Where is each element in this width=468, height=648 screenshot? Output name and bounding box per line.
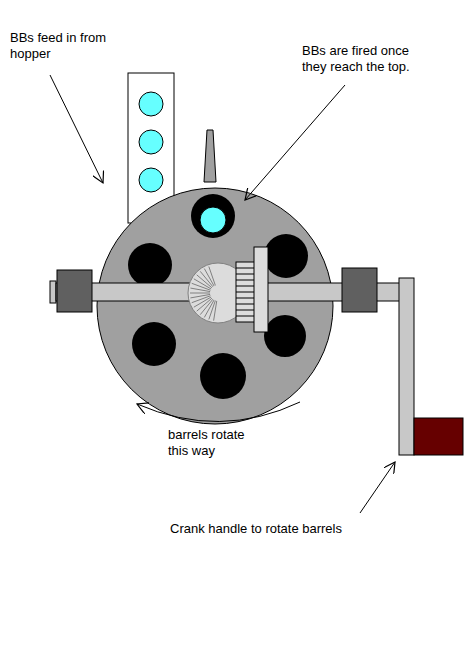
gear-tooth [209, 267, 216, 286]
gear-ridges [236, 268, 255, 316]
gear-ridge [236, 268, 255, 269]
rotation-callout: barrels rotate this way [168, 427, 266, 459]
barrel-disc [97, 188, 333, 424]
gear-teeth [190, 267, 217, 321]
bb [139, 130, 163, 154]
crank-arm [399, 278, 414, 455]
rotation-arrow [137, 402, 300, 422]
gear-tooth [204, 300, 214, 317]
bb [139, 92, 163, 116]
axle-end [50, 281, 56, 303]
gear-ridge [236, 280, 255, 281]
barrel [191, 194, 235, 238]
bb [200, 207, 226, 233]
gear-ridge [236, 292, 255, 293]
gear-tooth [190, 293, 210, 294]
bearing [57, 270, 92, 312]
leader-arrow [50, 75, 103, 183]
gear [236, 262, 255, 322]
barrel [264, 234, 308, 278]
hopper-callout: BBs feed in from hopper [10, 30, 122, 62]
front-sight [204, 130, 216, 182]
gear-ridge [236, 316, 255, 317]
gear-ridge [236, 298, 255, 299]
barrel [264, 315, 306, 357]
crank-callout: Crank handle to rotate barrels [170, 521, 342, 537]
gear-ridge [236, 310, 255, 311]
barrel [200, 353, 246, 399]
gear-ridge [236, 274, 255, 275]
gear-plate [254, 247, 268, 332]
crank-handle [414, 418, 463, 455]
gear-ridge [236, 304, 255, 305]
gear-ridge [236, 286, 255, 287]
barrel [132, 322, 176, 366]
bearing [342, 268, 377, 312]
leader-arrow [360, 462, 395, 513]
gear-tooth [190, 294, 210, 298]
bb [139, 168, 163, 192]
barrel [128, 243, 172, 287]
leader-arrow [245, 85, 345, 200]
firing-callout: BBs are fired once they reach the top. [302, 43, 430, 75]
